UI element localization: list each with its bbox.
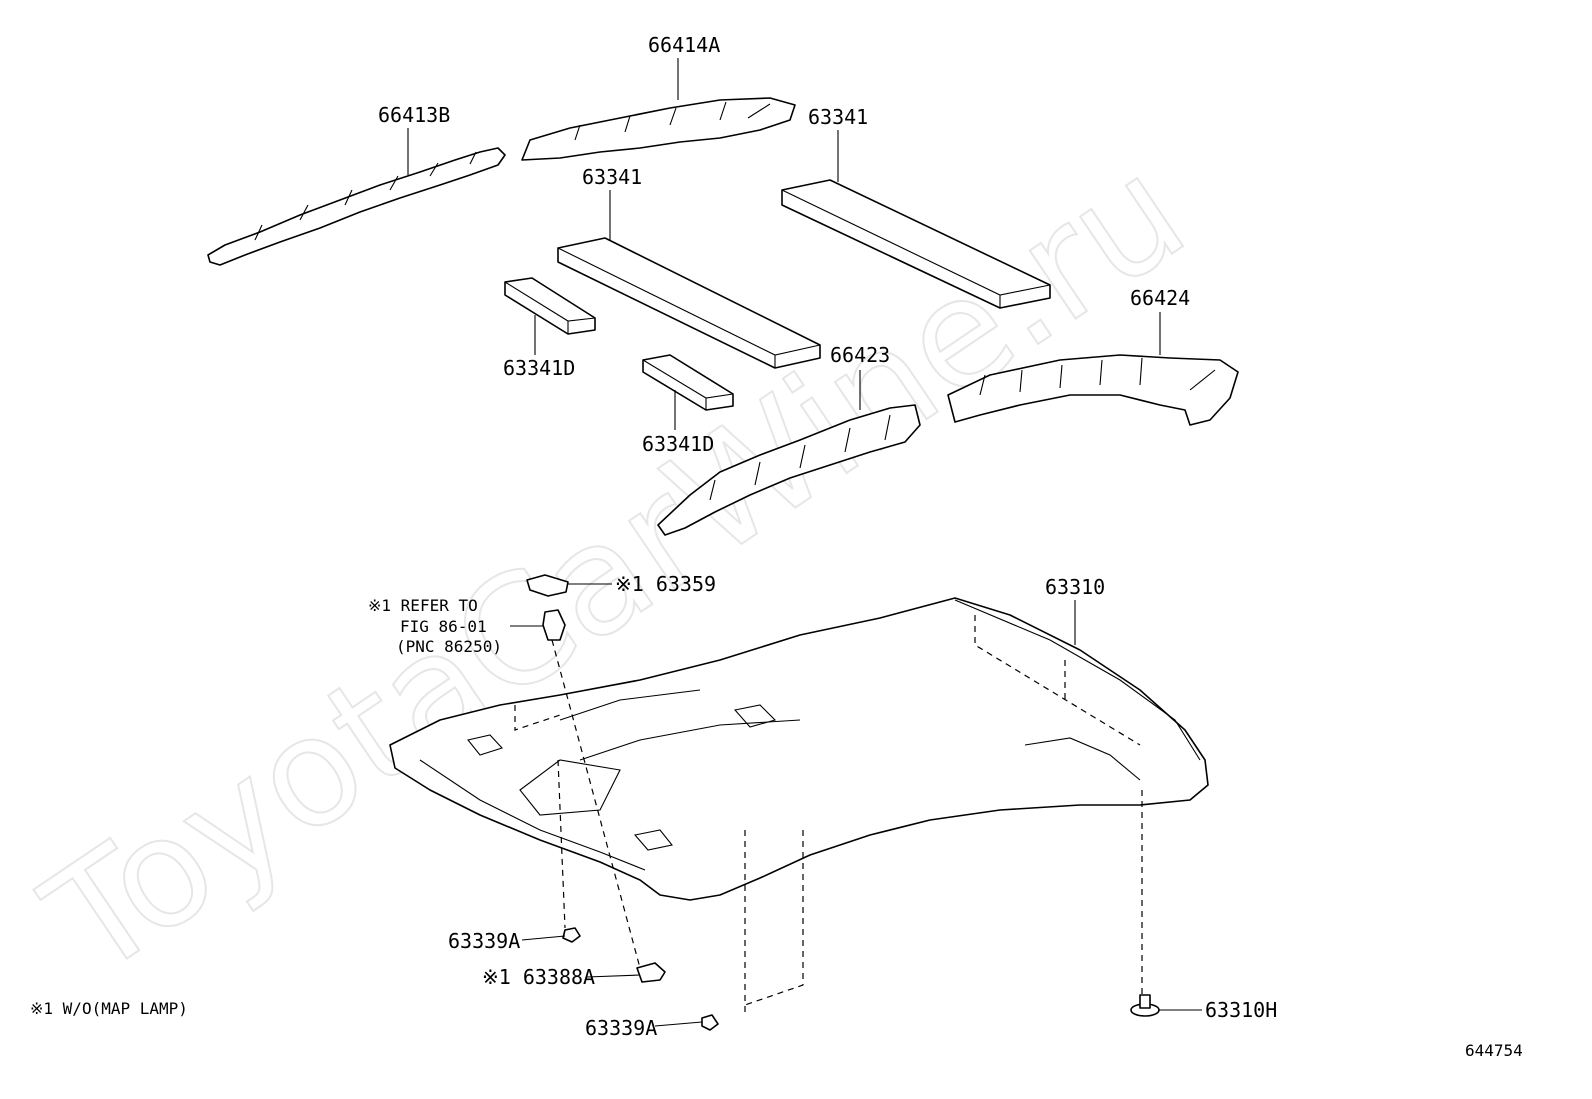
label-63341d-center: 63341D: [642, 432, 714, 456]
label-63341-center: 63341: [582, 165, 642, 189]
part-63339a-upper-clip[interactable]: [562, 927, 581, 943]
reference-note-line1: ※1 REFER TO: [368, 596, 478, 615]
label-63339a-upper: 63339A: [448, 929, 520, 953]
part-63339a-lower-clip[interactable]: [701, 1014, 719, 1031]
part-66424-trim[interactable]: [947, 354, 1239, 426]
leader-lines: [407, 58, 1202, 1027]
label-63310h: 63310H: [1205, 998, 1277, 1022]
reference-note-line2: FIG 86-01: [400, 617, 487, 636]
label-63339a-lower: 63339A: [585, 1016, 657, 1040]
part-63341-center-pad[interactable]: [557, 237, 821, 369]
install-lines: [551, 639, 1143, 1015]
label-63359: ※1 63359: [615, 572, 716, 596]
part-63388a-clip[interactable]: [636, 962, 666, 983]
part-63341d-center-block[interactable]: [642, 354, 734, 411]
label-66423: 66423: [830, 343, 890, 367]
label-63388a: ※1 63388A: [482, 965, 595, 989]
part-63310h-fastener[interactable]: [1130, 994, 1160, 1017]
label-66414a: 66414A: [648, 33, 720, 57]
part-66423-trim[interactable]: [657, 404, 921, 536]
part-63359-clip[interactable]: [526, 574, 569, 597]
label-63310: 63310: [1045, 575, 1105, 599]
reference-note-line3: (PNC 86250): [396, 637, 502, 656]
part-map-lamp-holder[interactable]: [542, 609, 566, 641]
label-63341-right: 63341: [808, 105, 868, 129]
label-66413b: 66413B: [378, 103, 450, 127]
label-66424: 66424: [1130, 286, 1190, 310]
part-63341-right-pad[interactable]: [781, 179, 1051, 309]
label-63341d-left: 63341D: [503, 356, 575, 380]
figure-number: 644754: [1465, 1041, 1523, 1060]
footnote: ※1 W/O(MAP LAMP): [30, 999, 188, 1018]
part-63341d-left-block[interactable]: [504, 277, 596, 335]
part-66413b-trim[interactable]: [207, 147, 506, 266]
part-66414a-trim[interactable]: [521, 97, 796, 161]
